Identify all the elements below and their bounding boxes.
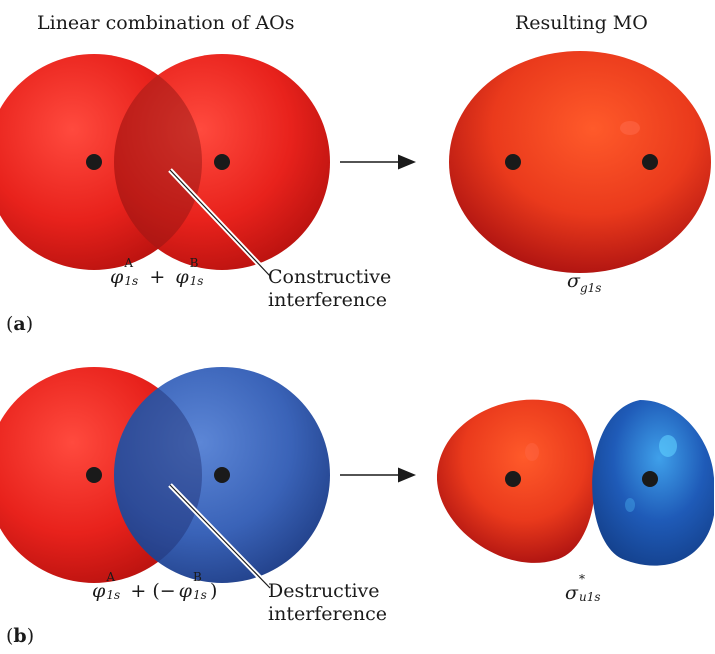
overlap-region <box>114 54 202 270</box>
header-left: Linear combination of AOs <box>37 12 295 34</box>
sigma-bonding-mo <box>449 51 711 273</box>
panel-label-b: (b) <box>6 625 35 647</box>
overlap-region <box>114 367 202 583</box>
constructive-annotation: Constructive interference <box>268 266 392 311</box>
mo-label-a: σg1s <box>567 270 602 295</box>
nucleus-a <box>86 154 102 170</box>
nucleus-a <box>86 467 102 483</box>
sigma-antibonding-mo <box>436 399 714 566</box>
mo-nucleus-b <box>642 471 658 487</box>
panel-label-a: (a) <box>6 313 34 335</box>
destructive-annotation: Destructive interference <box>268 580 388 625</box>
mo-nucleus-a <box>505 154 521 170</box>
panel-a-lcao <box>0 54 330 278</box>
header-right: Resulting MO <box>515 12 648 34</box>
panel-b-lcao <box>0 367 330 590</box>
mo-nucleus-a <box>505 471 521 487</box>
mo-nucleus-b <box>642 154 658 170</box>
nucleus-b <box>214 467 230 483</box>
nucleus-b <box>214 154 230 170</box>
mo-label-b: σ*u1s <box>565 572 601 604</box>
